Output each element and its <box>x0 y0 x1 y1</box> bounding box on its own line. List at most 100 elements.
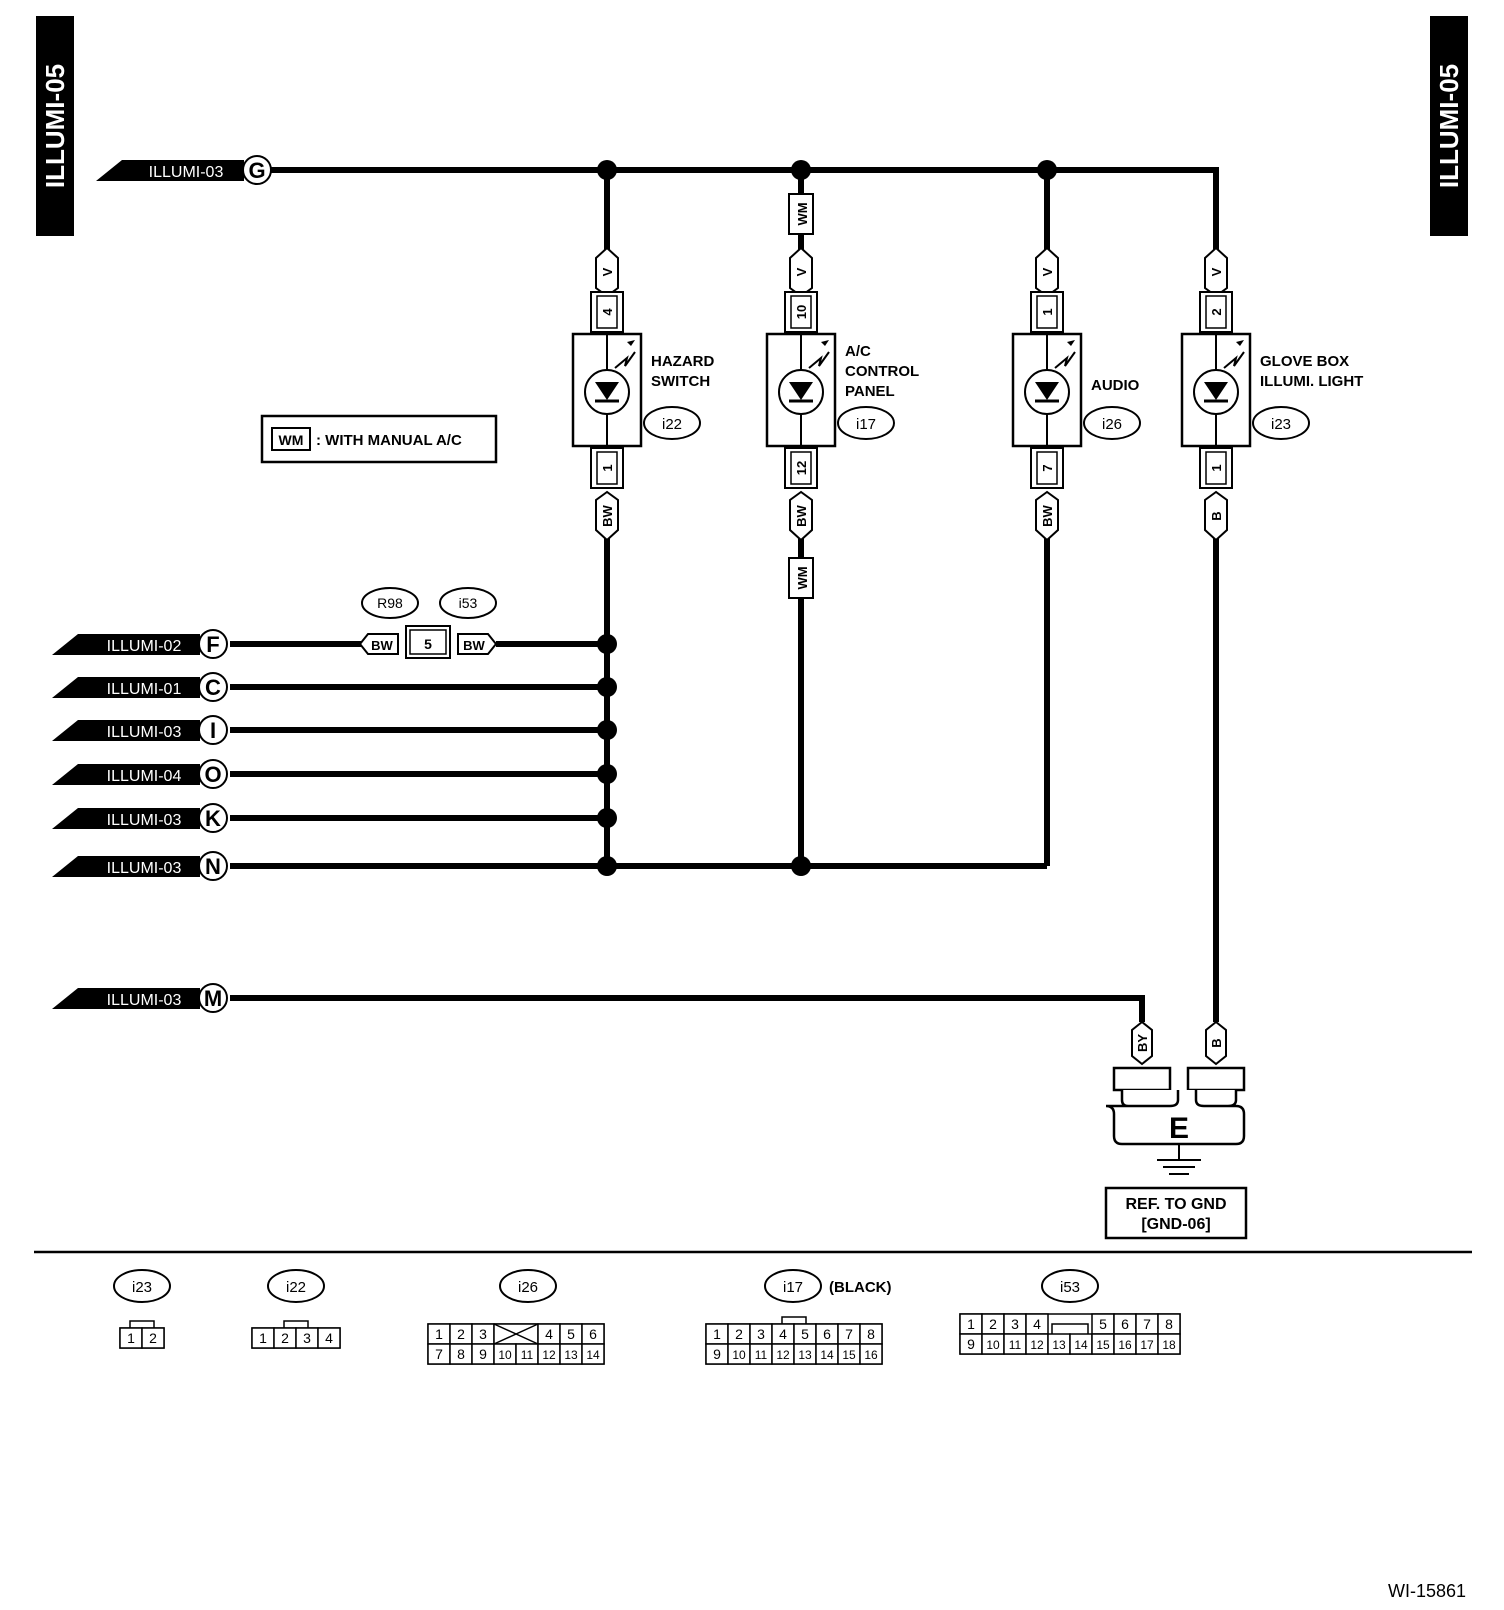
component-name-line: ILLUMI. LIGHT <box>1260 373 1363 390</box>
figure-id: WI-15861 <box>1388 1581 1466 1601</box>
connector-view-pin: 16 <box>864 1348 878 1362</box>
connector-view-pin: 5 <box>801 1326 809 1342</box>
input-ref: ILLUMI-03 <box>107 724 182 741</box>
input-letter-circle <box>198 629 228 659</box>
pin-box-top <box>1036 295 1058 329</box>
connector-view-pin: 1 <box>713 1326 721 1342</box>
wire-color-top: V <box>600 267 615 276</box>
connector-view-pin: 6 <box>823 1326 831 1342</box>
light-ray-icon <box>614 351 636 369</box>
page-code-tab-right: ILLUMI-05 <box>1430 16 1468 236</box>
joint-wire-left: BW <box>371 638 393 653</box>
component-name-line: AUDIO <box>1091 377 1140 394</box>
connector-view-pin: 12 <box>542 1348 556 1362</box>
connector-view-pin: 13 <box>564 1348 578 1362</box>
connector-view-pin: 7 <box>845 1326 853 1342</box>
connector-view-pin: 11 <box>1009 1338 1022 1352</box>
light-ray-icon <box>808 351 830 369</box>
ground-wire-left: BY <box>1135 1034 1150 1052</box>
connector-view-oval <box>113 1269 171 1303</box>
connector-view-pin: 11 <box>755 1348 768 1362</box>
connector-view-pin: 1 <box>435 1326 443 1342</box>
connector-view-pin: 1 <box>259 1330 267 1346</box>
connector-view-oval <box>267 1269 325 1303</box>
input-arrow-shape <box>52 988 200 1009</box>
input-letter-circle <box>198 715 228 745</box>
input-arrow: ILLUMI-01 C <box>52 672 228 702</box>
input-letter: C <box>205 675 221 700</box>
connector-view-name: i26 <box>518 1279 538 1296</box>
input-arrow-shape <box>52 764 200 785</box>
option-tag-top: WM <box>788 193 814 235</box>
connector-view-pin: 11 <box>521 1348 534 1362</box>
wire-color-top: V <box>1040 267 1055 276</box>
connector-id-oval <box>1083 406 1141 440</box>
connector-view-oval <box>1041 1269 1099 1303</box>
connector-id: i26 <box>1102 416 1122 433</box>
light-ray-icon <box>1054 351 1076 369</box>
option-tag-bottom-text: WM <box>795 566 810 589</box>
connector-view-pin: 1 <box>127 1330 135 1346</box>
connector-view-pin: 7 <box>1143 1316 1151 1332</box>
component-name-line: HAZARD <box>651 353 714 370</box>
connector-view-name: i17 <box>783 1279 803 1296</box>
input-arrow-shape <box>52 808 200 829</box>
connector-id-oval <box>1252 406 1310 440</box>
wire-color-tag-bottom <box>789 490 813 542</box>
joint-connector-a: R98 <box>377 595 403 611</box>
connector-view-oval <box>499 1269 557 1303</box>
connector-view-pin: 8 <box>457 1346 465 1362</box>
top-feed-letter: G <box>248 158 265 183</box>
ground-wire-right: B <box>1209 1038 1224 1047</box>
component-name-line: GLOVE BOX <box>1260 353 1349 370</box>
connector-view-pin: 9 <box>713 1346 721 1362</box>
junctions <box>597 160 1057 876</box>
connector-view-pin: 7 <box>435 1346 443 1362</box>
connector-view-tab <box>781 1316 807 1325</box>
input-letter: M <box>204 986 222 1011</box>
connector-view-pin: 12 <box>776 1348 790 1362</box>
component-name-line: SWITCH <box>651 373 710 390</box>
pin-bottom: 7 <box>1040 464 1055 471</box>
joint-pin: 5 <box>424 636 432 652</box>
connector-view-pin: 3 <box>479 1326 487 1342</box>
connector-view-pin: 8 <box>867 1326 875 1342</box>
wire-color-bottom: B <box>1209 511 1224 520</box>
top-feed-arrow: ILLUMI-03 G <box>96 155 272 185</box>
input-arrow-shape <box>52 634 200 655</box>
connector-view-cell <box>141 1327 165 1349</box>
joint-connector-b: i53 <box>459 595 478 611</box>
ground-ref-line1: REF. TO GND <box>1125 1196 1226 1213</box>
connector-view-pin: 14 <box>586 1348 600 1362</box>
option-tag-bottom: WM <box>788 557 814 599</box>
input-ref: ILLUMI-01 <box>107 681 182 698</box>
wire-color-tag-bottom <box>1035 490 1059 542</box>
input-letter-circle <box>198 803 228 833</box>
connector-view-pin: 6 <box>1121 1316 1129 1332</box>
pin-box-bottom <box>790 451 812 485</box>
pin-box-bottom <box>1036 451 1058 485</box>
pin-box-bottom <box>1205 451 1227 485</box>
input-letter: O <box>204 762 221 787</box>
components: V4HAZARDSWITCHi221BWV10A/CCONTROLPANELi1… <box>571 246 1363 542</box>
option-tag-top-text: WM <box>795 202 810 225</box>
connector-view-pin: 2 <box>735 1326 743 1342</box>
diode-icon <box>1035 382 1059 400</box>
connector-view-cross <box>493 1323 539 1345</box>
connector-view-pin: 5 <box>1099 1316 1107 1332</box>
component-name-line: PANEL <box>845 383 895 400</box>
light-ray-icon <box>1223 351 1245 369</box>
